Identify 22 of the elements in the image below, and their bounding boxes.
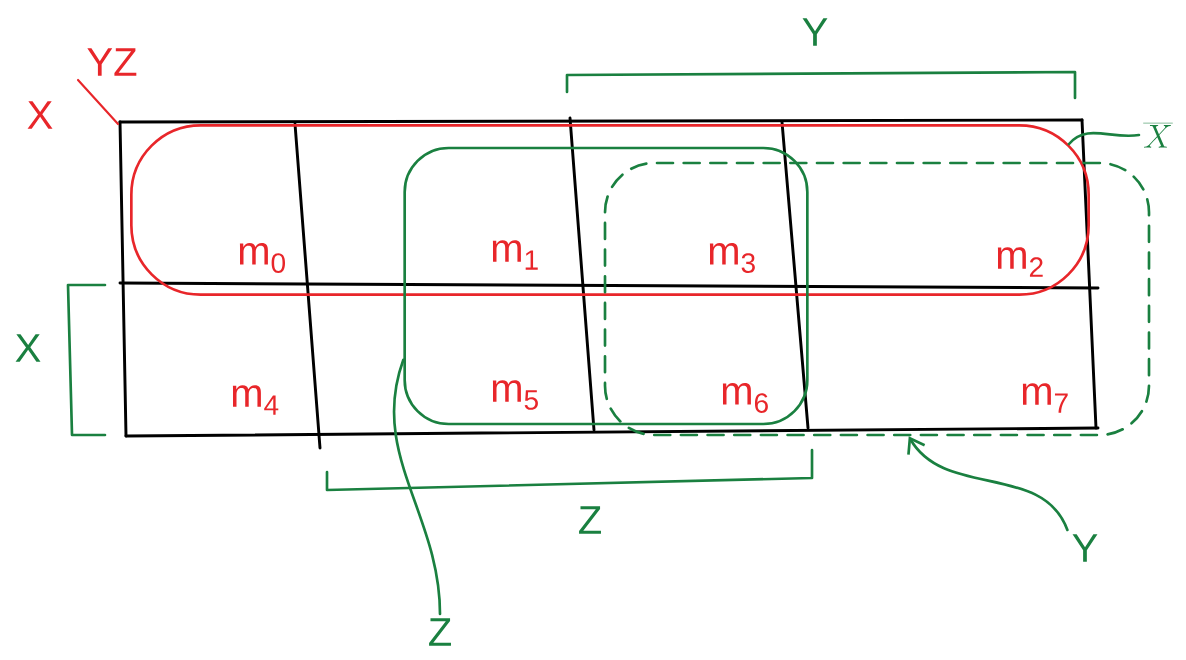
cell-label: m$_{2}$ (997, 247, 1043, 277)
bracket-label: Z (579, 506, 601, 534)
cell-label: m$_{0}$ (239, 243, 285, 273)
leader-line (392, 358, 442, 616)
cell-label: m$_{3}$ (709, 243, 755, 273)
loop (603, 161, 1151, 437)
cell-label: m$_{4}$ (232, 385, 279, 415)
loop (403, 146, 809, 426)
bracket-label: X (15, 334, 41, 362)
bracket-label: Y (802, 18, 828, 46)
cell-label: m$_{1}$ (492, 240, 538, 270)
leader-label: Y (1072, 534, 1098, 562)
cell-label: m$_{5}$ (492, 380, 538, 410)
leader-label: $\overline{X}$ (1143, 123, 1173, 148)
axis-label: YZ (87, 48, 137, 76)
cell-label: m$_{6}$ (722, 383, 768, 413)
leader-line (907, 436, 1069, 532)
cell-label: m$_{7}$ (1022, 383, 1068, 413)
leader-label: Z (429, 618, 451, 646)
loop (130, 124, 1090, 296)
leader-line (1067, 131, 1141, 146)
axis-label: X (27, 101, 53, 129)
